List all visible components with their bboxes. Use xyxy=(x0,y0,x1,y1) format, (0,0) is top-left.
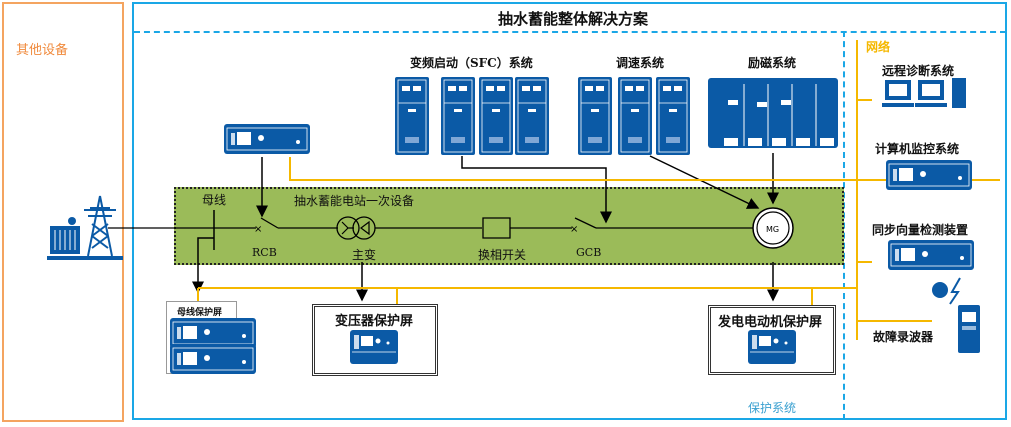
protection-system-label: 保护系统 xyxy=(748,401,797,415)
network-divider xyxy=(843,31,845,420)
governor-cabinets-icon xyxy=(577,76,691,156)
generator-protection-label: 发电电动机保护屏 xyxy=(718,315,823,330)
page-title: 抽水蓄能整体解决方案 xyxy=(498,10,649,28)
solution-frame xyxy=(132,2,1007,420)
remote-diagnosis-label: 远程诊断系统 xyxy=(882,64,955,78)
phase-switch-label: 换相开关 xyxy=(478,248,527,262)
svg-text:MG: MG xyxy=(766,225,779,234)
transformer-tower-icon xyxy=(47,195,123,260)
other-equipment-frame xyxy=(2,2,124,422)
rack-device-icon xyxy=(885,159,973,191)
title-divider xyxy=(134,31,1006,33)
pmu-device-icon xyxy=(887,239,975,271)
fault-recorder-label: 故障录波器 xyxy=(873,330,934,344)
excitation-system-label: 励磁系统 xyxy=(748,56,797,70)
primary-equipment-zone xyxy=(174,187,844,265)
bus-label: 母线 xyxy=(202,193,227,207)
sfc-cabinets-icon xyxy=(394,76,550,156)
other-equipment-label: 其他设备 xyxy=(16,43,69,58)
excitation-cabinets-icon xyxy=(708,78,838,148)
transformer-relay-icon xyxy=(349,329,399,365)
gcb-label: GCB xyxy=(576,246,602,259)
governor-system-label: 调速系统 xyxy=(616,56,665,70)
sfc-system-label: 变频启动（SFC）系统 xyxy=(410,56,533,70)
pmu-label: 同步向量检测装置 xyxy=(872,223,969,237)
svg-text:×: × xyxy=(570,224,578,235)
bus-protection-device-1 xyxy=(169,317,257,349)
main-transformer-label: 主变 xyxy=(352,248,377,262)
bus-protection-device-2 xyxy=(169,343,257,375)
rcb-controller-icon xyxy=(223,123,311,155)
svg-text:×: × xyxy=(254,224,262,235)
primary-equipment-label: 抽水蓄能电站一次设备 xyxy=(294,194,415,208)
rcb-label: RCB xyxy=(252,246,277,259)
monitoring-system-label: 计算机监控系统 xyxy=(875,142,960,156)
bus-protection-label: 母线保护屏 xyxy=(177,308,223,318)
generator-relay-icon xyxy=(747,329,797,365)
fault-recorder-icon xyxy=(932,277,980,353)
transformer-protection-label: 变压器保护屏 xyxy=(335,314,414,329)
network-label: 网络 xyxy=(866,40,891,54)
computer-workstation-icon xyxy=(882,78,966,108)
